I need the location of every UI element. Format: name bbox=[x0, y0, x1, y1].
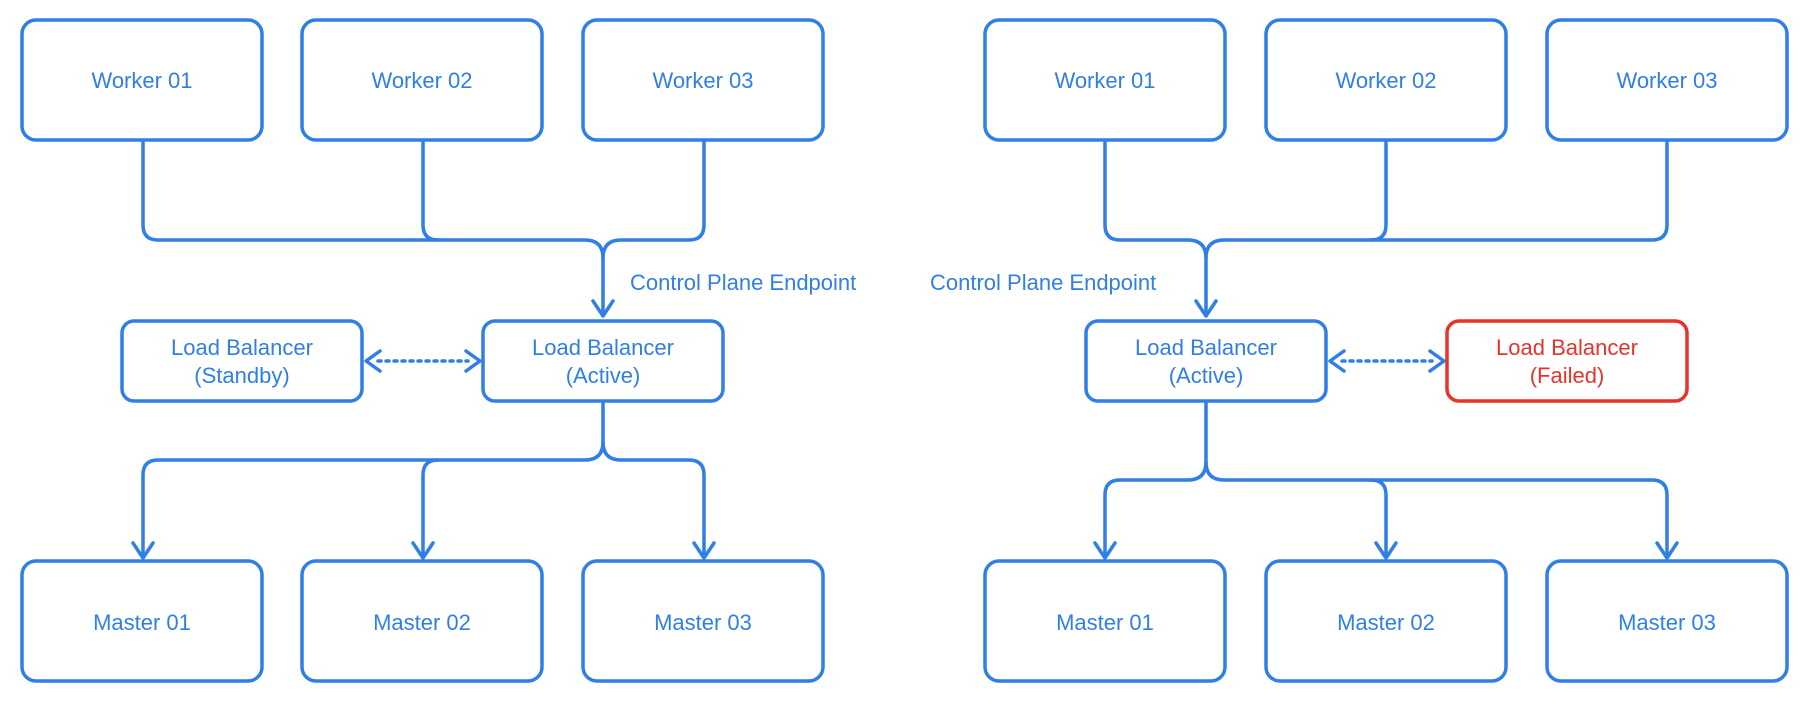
control-plane-endpoint-label-right: Control Plane Endpoint bbox=[930, 270, 1156, 295]
master-node-label: Master 01 bbox=[1056, 610, 1154, 635]
master-node-left-01: Master 01 bbox=[20, 559, 264, 683]
arrowhead-left-master-03 bbox=[692, 541, 716, 560]
ha-arrowhead-right-failed bbox=[1428, 349, 1446, 373]
load-balancer-standby-left: Load Balancer (Standby) bbox=[120, 319, 364, 403]
worker-node-label: Worker 01 bbox=[91, 68, 192, 93]
master-node-left-03: Master 03 bbox=[581, 559, 825, 683]
master-node-label: Master 03 bbox=[654, 610, 752, 635]
lb-label-line2: (Active) bbox=[1169, 363, 1244, 388]
worker-node-right-03: Worker 03 bbox=[1545, 18, 1789, 142]
master-node-right-01: Master 01 bbox=[983, 559, 1227, 683]
edge-left-worker-02-to-lb bbox=[421, 138, 440, 242]
lb-label-line2: (Standby) bbox=[194, 363, 289, 388]
worker-node-label: Worker 03 bbox=[1616, 68, 1717, 93]
edge-left-lb-to-master-01 bbox=[141, 398, 605, 558]
worker-node-label: Worker 01 bbox=[1054, 68, 1155, 93]
worker-node-label: Worker 03 bbox=[652, 68, 753, 93]
left-panel: Control Plane Endpoint Worker 01 Worker … bbox=[20, 18, 856, 683]
load-balancer-failed-right: Load Balancer (Failed) bbox=[1445, 319, 1689, 403]
edge-right-lb-to-master-03 bbox=[1369, 478, 1669, 558]
master-node-label: Master 03 bbox=[1618, 610, 1716, 635]
master-node-left-02: Master 02 bbox=[300, 559, 544, 683]
edge-left-worker-03-to-lb bbox=[601, 138, 706, 260]
master-node-label: Master 02 bbox=[1337, 610, 1435, 635]
lb-label-line1: Load Balancer bbox=[1496, 335, 1638, 360]
right-panel: Control Plane Endpoint Worker 01 Worker … bbox=[930, 18, 1789, 683]
edge-left-worker-01-to-lb bbox=[141, 138, 605, 314]
load-balancer-active-left: Load Balancer (Active) bbox=[481, 319, 725, 403]
control-plane-endpoint-label-left: Control Plane Endpoint bbox=[630, 270, 856, 295]
arrowhead-right-lb-active bbox=[1194, 299, 1218, 318]
master-node-right-03: Master 03 bbox=[1545, 559, 1789, 683]
worker-node-label: Worker 02 bbox=[1335, 68, 1436, 93]
load-balancer-active-right: Load Balancer (Active) bbox=[1084, 319, 1328, 403]
edge-right-worker-02-to-lb bbox=[1204, 138, 1388, 260]
edge-left-lb-to-master-03 bbox=[601, 440, 706, 558]
worker-node-right-02: Worker 02 bbox=[1264, 18, 1508, 142]
master-node-label: Master 02 bbox=[373, 610, 471, 635]
worker-node-left-01: Worker 01 bbox=[20, 18, 264, 142]
arrowhead-right-master-02 bbox=[1374, 541, 1398, 560]
edge-right-worker-01-to-lb bbox=[1103, 138, 1208, 314]
arrowhead-right-master-03 bbox=[1655, 541, 1679, 560]
lb-label-line2: (Active) bbox=[566, 363, 641, 388]
master-node-right-02: Master 02 bbox=[1264, 559, 1508, 683]
worker-node-left-02: Worker 02 bbox=[300, 18, 544, 142]
arrowhead-left-master-02 bbox=[411, 541, 435, 560]
ha-arrowhead-right-active bbox=[1328, 349, 1346, 373]
lb-label-line1: Load Balancer bbox=[532, 335, 674, 360]
edge-right-worker-03-to-lb bbox=[1369, 138, 1669, 242]
worker-node-right-01: Worker 01 bbox=[983, 18, 1227, 142]
edge-right-lb-to-master-01 bbox=[1103, 398, 1208, 558]
arrowhead-left-master-01 bbox=[131, 541, 155, 560]
lb-label-line1: Load Balancer bbox=[1135, 335, 1277, 360]
ha-arrowhead-left-standby bbox=[364, 349, 382, 373]
master-node-label: Master 01 bbox=[93, 610, 191, 635]
edge-right-lb-to-master-02 bbox=[1204, 460, 1388, 558]
arrowhead-right-master-01 bbox=[1093, 541, 1117, 560]
lb-label-line2: (Failed) bbox=[1530, 363, 1605, 388]
worker-node-label: Worker 02 bbox=[371, 68, 472, 93]
edge-left-lb-to-master-02 bbox=[421, 458, 440, 558]
arrowhead-left-lb-active bbox=[591, 299, 615, 318]
worker-node-left-03: Worker 03 bbox=[581, 18, 825, 142]
lb-label-line1: Load Balancer bbox=[171, 335, 313, 360]
ha-arrowhead-left-active bbox=[464, 349, 482, 373]
